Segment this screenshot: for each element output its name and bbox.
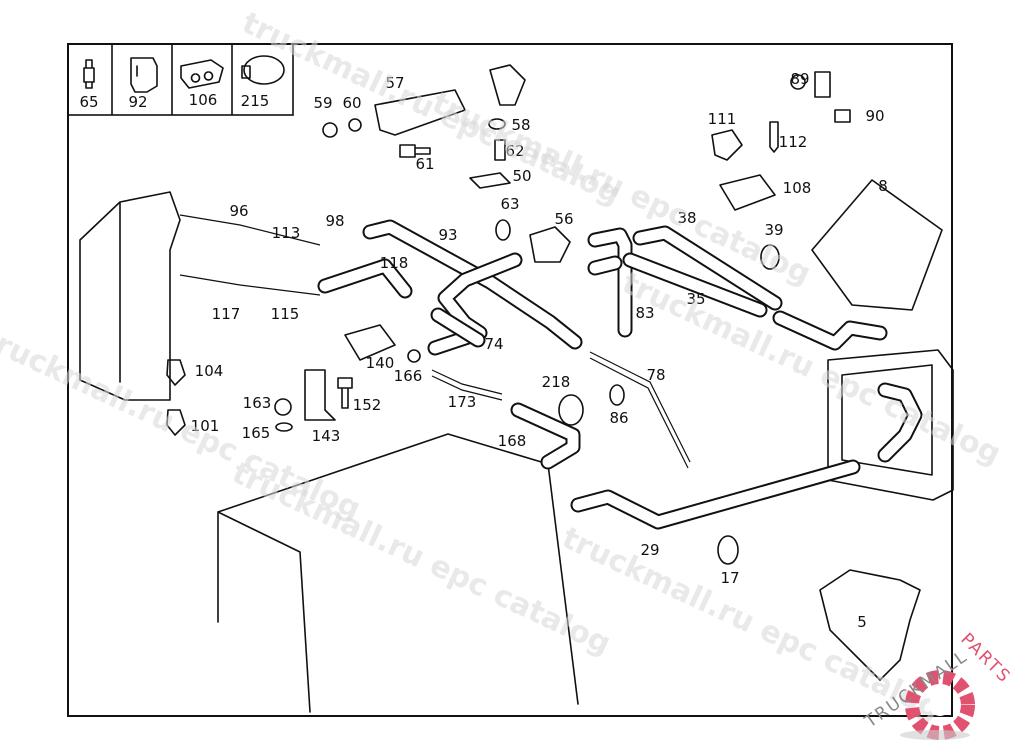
part-callout-5: 5 — [857, 613, 867, 631]
part-callout-89: 89 — [790, 70, 809, 88]
part-callout-104: 104 — [195, 362, 224, 380]
part-callout-63: 63 — [500, 195, 519, 213]
part-callout-101: 101 — [191, 417, 220, 435]
part-callout-173: 173 — [448, 393, 477, 411]
part-callout-17: 17 — [720, 569, 739, 587]
part-callout-108: 108 — [783, 179, 812, 197]
part-callout-62: 62 — [505, 142, 524, 160]
small-parts — [166, 64, 921, 681]
part-callout-111: 111 — [708, 110, 737, 128]
part-callout-218: 218 — [542, 373, 571, 391]
part-callout-74: 74 — [484, 335, 503, 353]
parts-legend-box — [67, 43, 294, 116]
bolt-icon — [83, 59, 95, 89]
part-callout-57: 57 — [385, 74, 404, 92]
clamp-icon — [180, 59, 224, 89]
part-callout-58: 58 — [511, 116, 530, 134]
part-callout-166: 166 — [394, 367, 423, 385]
part-callout-165: 165 — [242, 424, 271, 442]
part-callout-86: 86 — [609, 409, 628, 427]
part-callout-50: 50 — [512, 167, 531, 185]
part-callout-96: 96 — [229, 202, 248, 220]
part-callout-93: 93 — [438, 226, 457, 244]
part-callout-60: 60 — [342, 94, 361, 112]
heater-housing — [811, 179, 943, 311]
part-callout-140: 140 — [366, 354, 395, 372]
part-callout-78: 78 — [646, 366, 665, 384]
part-callout-90: 90 — [865, 107, 884, 125]
watermark: truckmall.ru epc catalog — [557, 521, 946, 727]
part-callout-118: 118 — [380, 254, 409, 272]
part-callout-117: 117 — [212, 305, 241, 323]
reservoir-tank — [79, 191, 181, 401]
part-callout-8: 8 — [878, 177, 888, 195]
diagram-frame — [67, 43, 953, 717]
part-callout-39: 39 — [764, 221, 783, 239]
part-callout-143: 143 — [312, 427, 341, 445]
gear-icon — [900, 670, 975, 740]
part-callout-83: 83 — [635, 304, 654, 322]
part-callout-168: 168 — [498, 432, 527, 450]
hose-clamp-icon — [241, 55, 285, 85]
part-callout-115: 115 — [271, 305, 300, 323]
callout-labels: 57 59 60 58 62 61 50 89 90 111 112 108 8 96 113 98 93 63 5… — [191, 70, 888, 631]
part-callout-59: 59 — [313, 94, 332, 112]
part-callout-152: 152 — [353, 396, 382, 414]
part-callout-163: 163 — [243, 394, 272, 412]
part-callout-98: 98 — [325, 212, 344, 230]
part-callout-38: 38 — [677, 209, 696, 227]
part-callout-35: 35 — [686, 290, 705, 308]
legend-labels: 65 92 106 215 — [79, 91, 269, 111]
part-callout-61: 61 — [415, 155, 434, 173]
part-callout-113: 113 — [272, 224, 301, 242]
part-callout-56: 56 — [554, 210, 573, 228]
legend-part-number: 215 — [241, 92, 270, 110]
part-callout-112: 112 — [779, 133, 808, 151]
legend-part-number: 106 — [189, 91, 218, 109]
clip-icon — [130, 57, 158, 93]
legend-part-number: 92 — [128, 93, 147, 111]
part-callout-29: 29 — [640, 541, 659, 559]
legend-part-number: 65 — [79, 93, 98, 111]
hoses — [179, 214, 923, 530]
watermark: truckmall.ru epc catalog — [227, 456, 616, 662]
